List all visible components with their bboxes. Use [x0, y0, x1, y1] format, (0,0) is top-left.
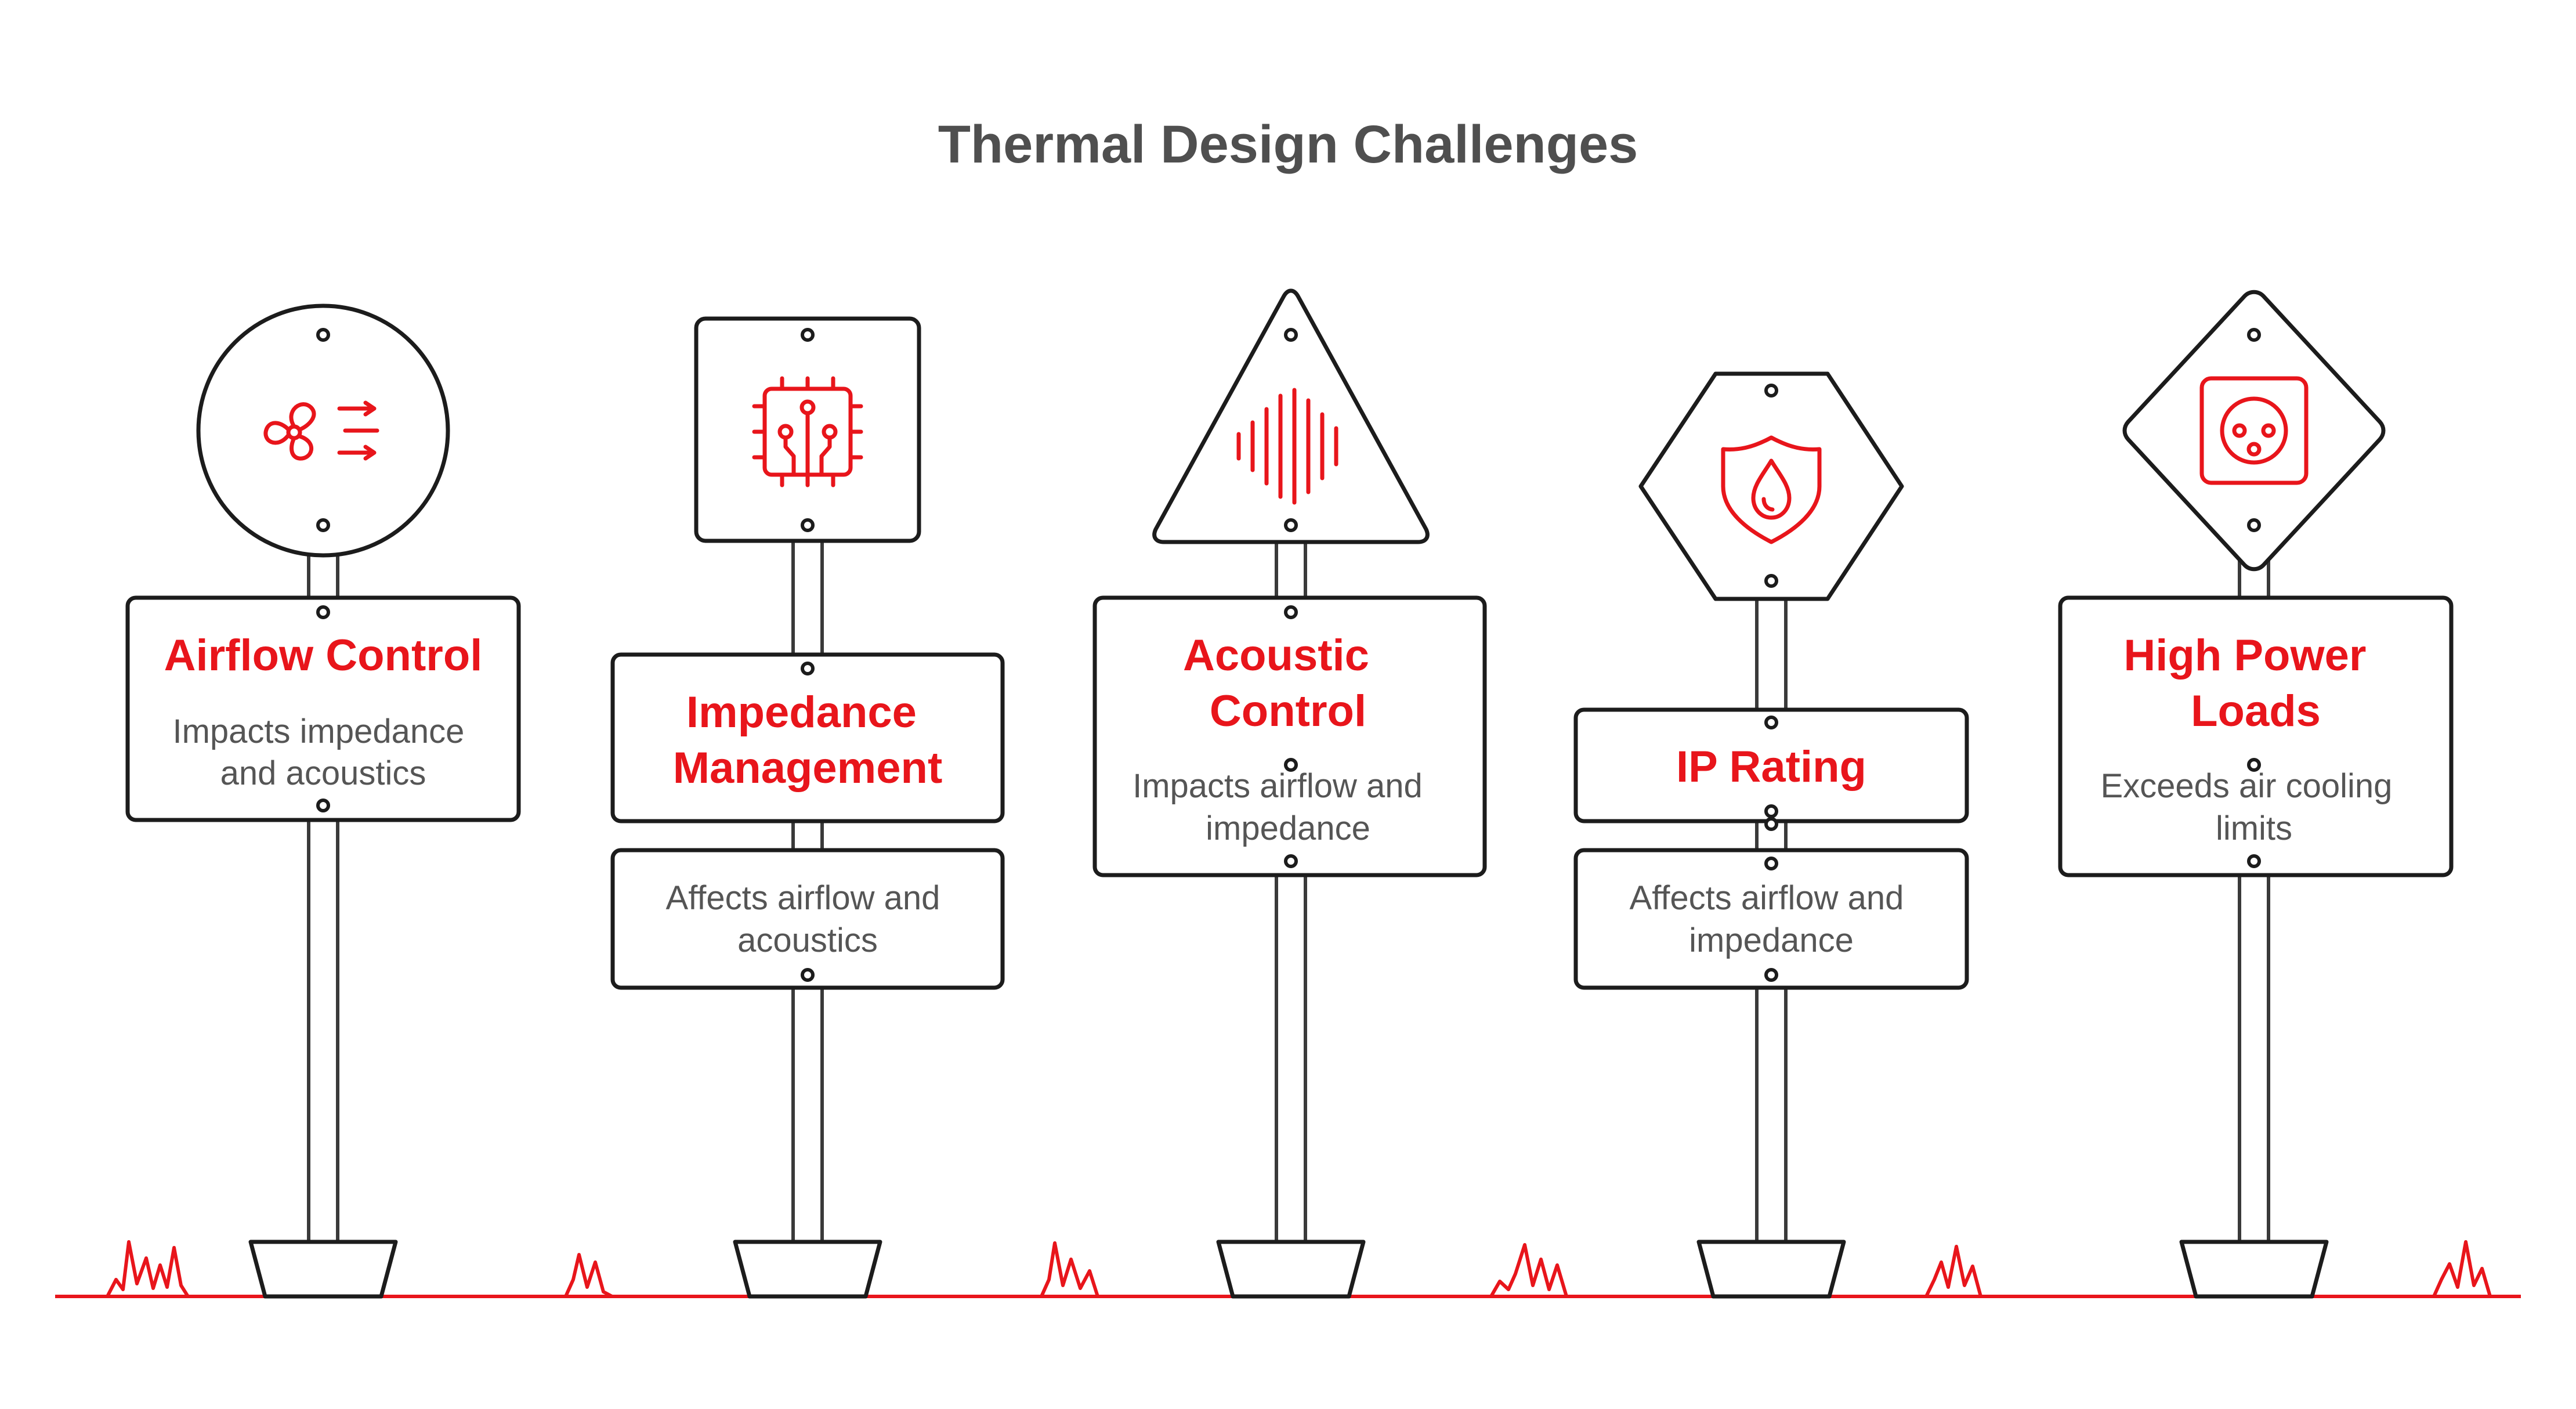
sign-description: Affects airflow and impedance — [1630, 879, 1913, 959]
rivet — [2247, 758, 2261, 772]
rivet — [2247, 518, 2261, 532]
sign-heading: High Power Loads — [2123, 631, 2378, 736]
sign-heading: Acoustic Control — [1183, 631, 1381, 736]
description-line: impedance — [1206, 810, 1370, 847]
description-line: Affects airflow and — [1630, 879, 1904, 917]
sign-description: Exceeds air cooling limits — [2100, 767, 2401, 847]
rivet — [801, 518, 815, 532]
description-line: limits — [2216, 810, 2292, 847]
rivet — [1284, 605, 1298, 619]
rivet — [801, 662, 815, 675]
heading-line: High Power — [2123, 631, 2366, 680]
grass-tuft — [2432, 1240, 2492, 1298]
sign-acoustic-control: Acoustic Control Impacts airflow and imp… — [1092, 288, 1487, 1299]
hexagon-sign-plate — [1638, 371, 1904, 601]
rivet — [2247, 854, 2261, 868]
circuit-chip-icon — [752, 376, 863, 487]
rivet — [801, 328, 815, 342]
post-base — [1696, 1240, 1846, 1299]
info-board — [125, 595, 521, 822]
description-line: Impacts airflow and — [1133, 767, 1423, 805]
rivet — [1764, 716, 1778, 729]
heading-board — [610, 652, 1005, 823]
description-line: Affects airflow and — [666, 879, 940, 917]
rivet — [316, 518, 330, 532]
heading-line: Management — [673, 743, 943, 793]
grass-tuft — [106, 1240, 190, 1298]
page-title: Thermal Design Challenges — [938, 115, 1638, 174]
description-board — [1573, 848, 1969, 990]
grass-tuft — [1489, 1243, 1568, 1298]
rivet — [1284, 854, 1298, 868]
sign-high-power-loads: High Power Loads Exceeds air cooling lim… — [2058, 290, 2454, 1299]
post-base — [2179, 1240, 2329, 1299]
heading-line: Acoustic — [1183, 631, 1369, 680]
fan-airflow-icon — [263, 400, 379, 461]
description-line: and acoustics — [220, 754, 426, 792]
post-base — [248, 1240, 398, 1299]
description-line: Exceeds air cooling — [2100, 767, 2392, 805]
sign-heading: IP Rating — [1676, 742, 1866, 792]
sign-impedance-management: Impedance Management Affects airflow and… — [610, 316, 1005, 1299]
rivet — [1764, 857, 1778, 870]
description-board — [610, 848, 1005, 990]
heading-line: IP Rating — [1676, 742, 1866, 792]
water-drop-shield-icon — [1721, 435, 1822, 544]
sign-ip-rating: IP Rating Affects airflow and impedance — [1573, 371, 1969, 1299]
power-socket-icon — [2199, 376, 2309, 485]
sign-airflow-control: Airflow Control Impacts impedance and ac… — [125, 304, 521, 1299]
description-line: Impacts impedance — [172, 713, 464, 750]
rivet — [1284, 518, 1298, 532]
info-board — [2058, 595, 2454, 877]
heading-line: Impedance — [686, 688, 917, 737]
rivet — [316, 605, 330, 619]
rivet — [1764, 574, 1778, 588]
post-base — [733, 1240, 882, 1299]
circle-sign-plate — [196, 304, 450, 558]
grass-tuft — [1040, 1241, 1099, 1298]
rivet — [1764, 804, 1778, 818]
rivet — [1764, 968, 1778, 982]
sign-description: Impacts airflow and impedance — [1133, 767, 1432, 847]
description-line: impedance — [1689, 922, 1854, 959]
diamond-sign-plate — [2122, 290, 2386, 572]
post-base — [1216, 1240, 1366, 1299]
rivet — [1284, 758, 1298, 772]
heading-line: Airflow Control — [164, 631, 483, 680]
sign-description: Impacts impedance and acoustics — [172, 713, 473, 792]
rivet — [2247, 328, 2261, 342]
rivet — [316, 328, 330, 342]
triangle-sign-plate — [1152, 288, 1430, 544]
description-line: acoustics — [737, 922, 878, 959]
rivet — [801, 968, 815, 982]
sign-description: Affects airflow and acoustics — [666, 879, 950, 959]
rivet — [1764, 384, 1778, 398]
heading-line: Loads — [2191, 687, 2321, 736]
heading-line: Control — [1210, 687, 1366, 736]
grass-tuft — [564, 1253, 613, 1298]
rivet — [316, 799, 330, 812]
sound-wave-icon — [1236, 388, 1338, 505]
sign-heading: Airflow Control — [164, 631, 483, 680]
grass-tuft — [1924, 1245, 1982, 1298]
info-board — [1092, 595, 1487, 877]
rivet — [1284, 328, 1298, 342]
sign-heading: Impedance Management — [673, 688, 943, 793]
rivet — [1764, 817, 1778, 831]
